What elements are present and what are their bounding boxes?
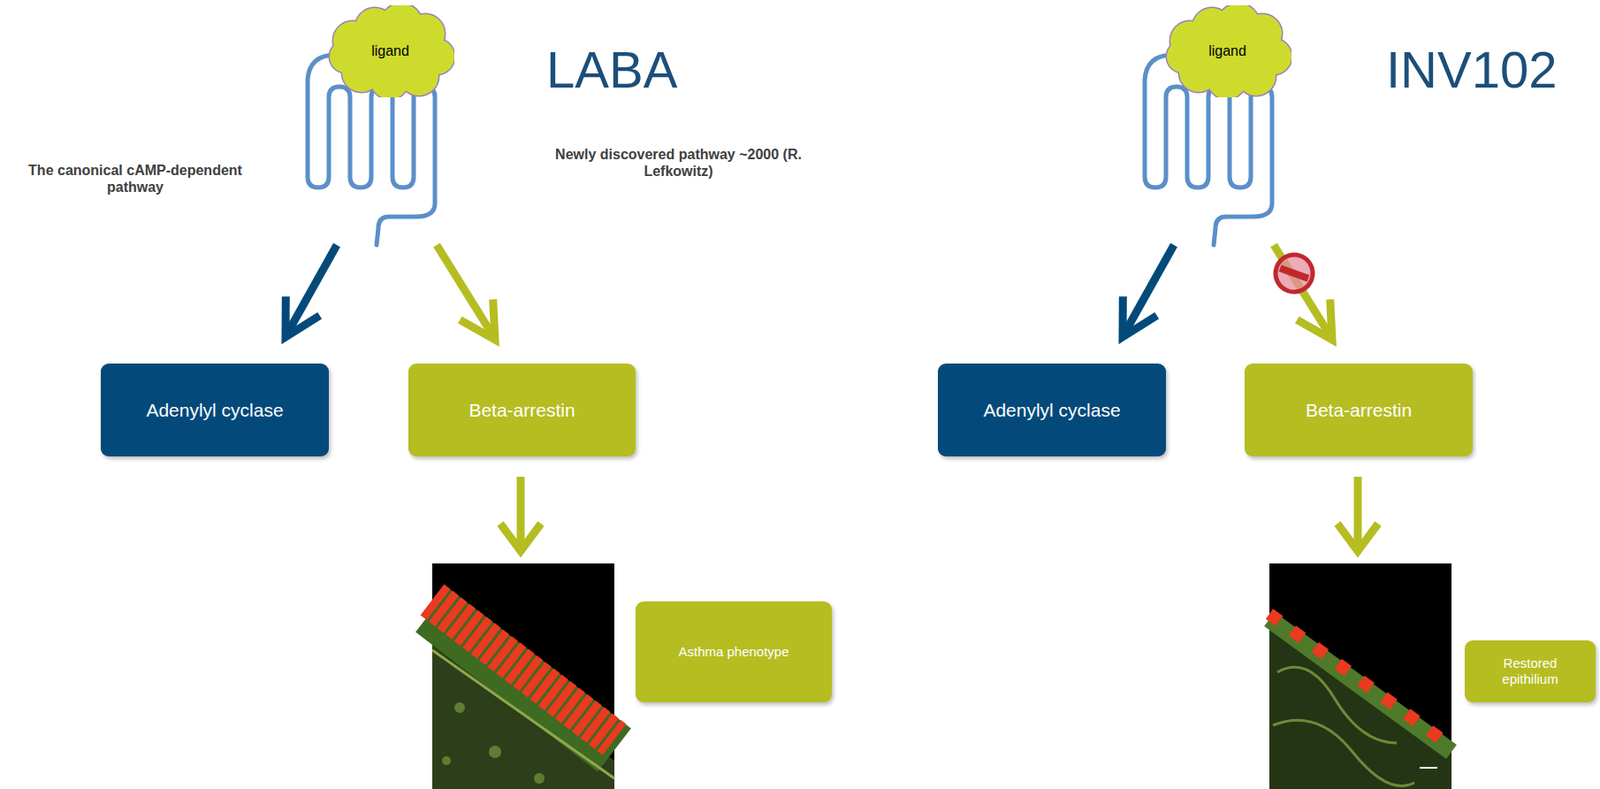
cloud-lobe [329, 40, 362, 73]
block-symbol [1270, 249, 1319, 298]
box-label: Beta-arrestin [1305, 398, 1412, 421]
ligand-cloud: ligand [326, 5, 455, 98]
process-box: Restored epithilium [1464, 640, 1596, 702]
tissue-spot [441, 755, 451, 765]
arrow-head [500, 523, 541, 551]
scale-bar [1419, 766, 1438, 769]
tissue-strand [1272, 719, 1415, 785]
arrow-head [1296, 298, 1333, 340]
arrow-shaft [517, 476, 526, 549]
micrograph-right [1269, 563, 1452, 789]
cloud-lobe [1196, 20, 1258, 83]
arrow-head [459, 298, 496, 340]
tissue-spot [488, 745, 502, 758]
micrograph-ground [432, 563, 615, 789]
micrograph-ground [1269, 563, 1452, 789]
process-box: Beta-arrestin [1244, 363, 1473, 457]
box-label: Adenylyl cyclase [982, 398, 1120, 421]
arrow-head [1122, 296, 1158, 337]
process-box: Beta-arrestin [408, 363, 636, 457]
cloud-lobe [358, 20, 421, 83]
tissue-spot [454, 701, 465, 713]
cloud-lobe [1196, 20, 1258, 83]
basement-line [432, 649, 615, 778]
arrow-head [1337, 523, 1379, 551]
process-box: Adenylyl cyclase [100, 363, 329, 457]
ligand-label: ligand [1208, 42, 1247, 60]
box-label: Restored epithilium [1475, 655, 1585, 687]
box-label: Asthma phenotype [678, 643, 789, 660]
pathway-note: Newly discovered pathway ~2000 (R. Lefko… [548, 145, 809, 180]
cloud-lobe [1166, 40, 1199, 73]
arrow-head [285, 296, 320, 337]
process-box: Adenylyl cyclase [937, 363, 1166, 457]
box-label: Beta-arrestin [468, 398, 575, 421]
ligand-cloud: ligand [1163, 5, 1292, 98]
cloud-lobe [329, 40, 362, 73]
micrograph-left [432, 563, 615, 789]
arrow-shaft [1354, 476, 1363, 549]
ligand-label: ligand [371, 42, 410, 60]
block-ring [1270, 249, 1319, 298]
pathway-note: The canonical cAMP-dependent pathway [10, 161, 260, 196]
box-label: Adenylyl cyclase [145, 398, 283, 421]
panel-heading: INV102 [1386, 38, 1590, 101]
cloud-lobe [358, 20, 421, 83]
process-box: Asthma phenotype [635, 601, 832, 702]
panel-heading: LABA [546, 38, 724, 101]
cloud-lobe [1166, 40, 1199, 73]
tissue [1269, 618, 1452, 789]
tissue-spot [533, 772, 545, 784]
block-bar [1279, 264, 1311, 282]
red-cells [1269, 613, 1452, 747]
tissue-strand [1277, 666, 1397, 743]
